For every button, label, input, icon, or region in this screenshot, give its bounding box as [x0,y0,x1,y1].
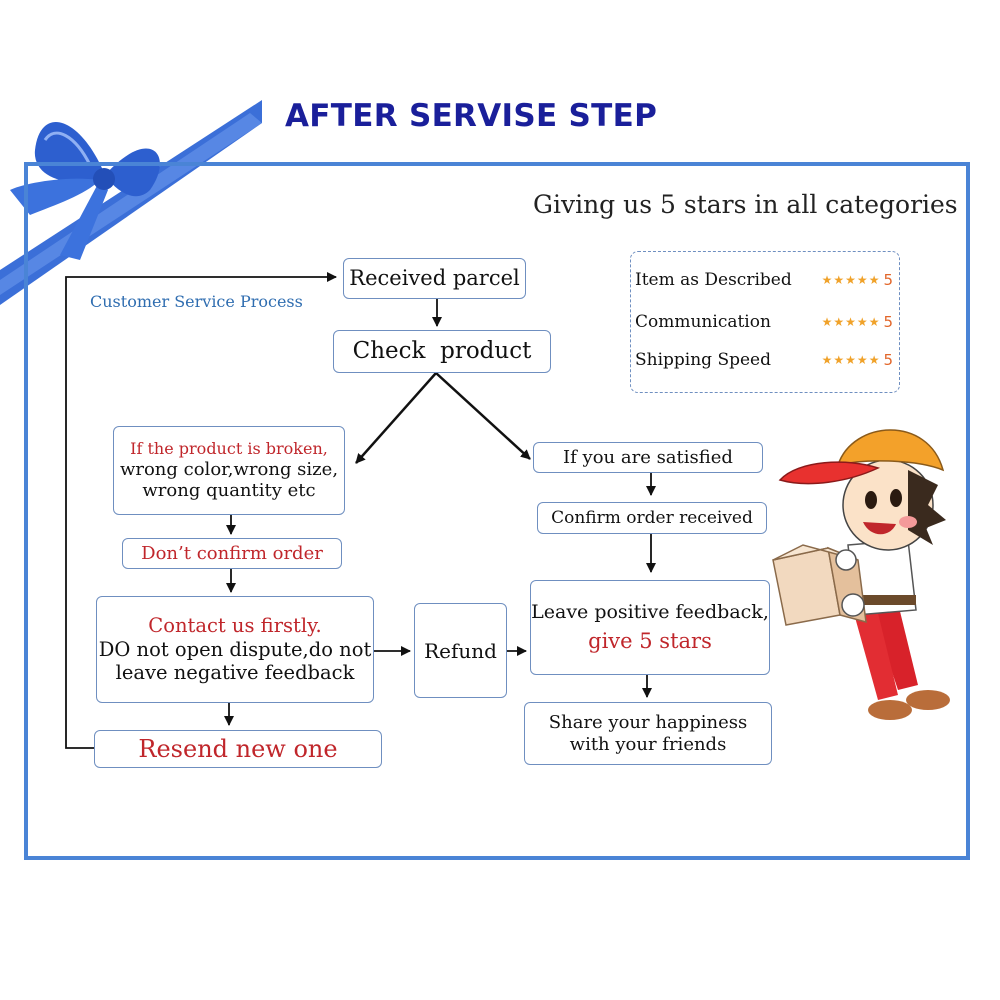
step-product-broken: If the product is broken, wrong color,wr… [113,426,345,515]
ribbon-bow-decoration [0,100,262,305]
step-confirm-order-received: Confirm order received [537,502,767,534]
step-text: Check product [352,337,532,364]
step-share-happiness: Share your happiness with your friends [524,702,772,765]
star-icons: ★★★★★ [821,273,881,287]
step-text: Received parcel [349,265,520,290]
step-text: DO not open dispute,do not [98,637,372,661]
step-check-product: Check product [333,330,551,373]
rating-score: 5 [883,271,893,289]
step-text: with your friends [569,733,727,755]
step-dont-confirm-order: Don’t confirm order [122,538,342,569]
step-text: leave negative feedback [115,661,355,685]
content-frame [24,162,970,860]
process-label: Customer Service Process [90,292,303,311]
step-refund: Refund [414,603,507,698]
step-received-parcel: Received parcel [343,258,526,299]
step-text-red: Contact us firstly. [148,614,322,638]
arrow-check-to-broken [355,372,437,464]
rating-label: Communication [635,312,771,332]
step-resend-new-one: Resend new one [94,730,382,768]
step-text: Leave positive feedback, [531,600,769,623]
five-stars-heading: Giving us 5 stars in all categories [533,190,958,219]
step-if-satisfied: If you are satisfied [533,442,763,473]
arrow-check-to-satisfied [435,372,531,460]
page-title: AFTER SERVISE STEP [285,98,658,134]
star-icons: ★★★★★ [821,353,881,367]
step-text: If you are satisfied [563,446,733,468]
star-icons: ★★★★★ [821,315,881,329]
step-text-red: Don’t confirm order [141,542,323,564]
step-text: Confirm order received [551,507,753,528]
rating-label: Shipping Speed [635,350,771,370]
step-text-red: give 5 stars [588,629,712,654]
step-leave-feedback: Leave positive feedback, give 5 stars [530,580,770,675]
rating-score: 5 [883,313,893,331]
loop-connector [65,272,337,749]
rating-score: 5 [883,351,893,369]
step-text: Refund [424,638,497,663]
delivery-boy-illustration [772,429,950,720]
step-contact-us: Contact us firstly. DO not open dispute,… [96,596,374,703]
rating-panel: Item as Described ★★★★★ 5 Communication … [630,251,900,393]
rating-label: Item as Described [635,270,792,290]
rating-row-item-described: Item as Described ★★★★★ 5 [635,270,893,290]
step-text-red: If the product is broken, [130,439,328,459]
rating-row-shipping-speed: Shipping Speed ★★★★★ 5 [635,350,893,370]
step-text-red: Resend new one [138,734,338,763]
step-text: wrong quantity etc [142,480,316,502]
step-text: wrong color,wrong size, [119,458,339,480]
rating-row-communication: Communication ★★★★★ 5 [635,312,893,332]
step-text: Share your happiness [548,711,748,733]
